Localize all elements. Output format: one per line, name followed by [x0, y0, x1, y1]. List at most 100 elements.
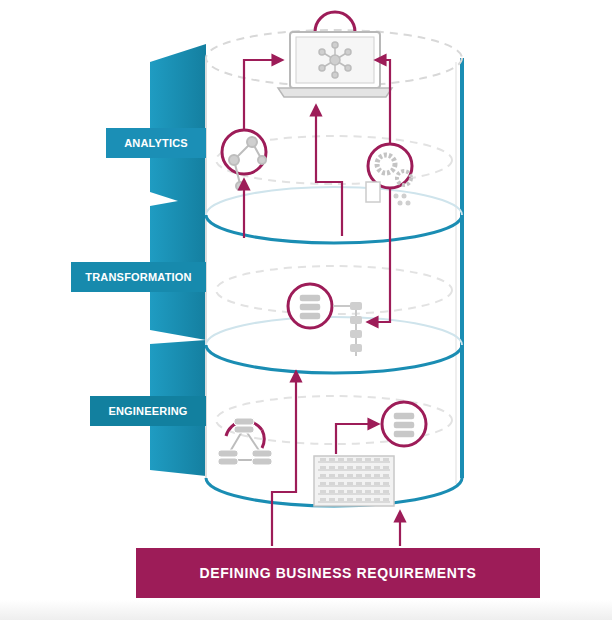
- database-icon: [393, 421, 415, 429]
- laptop-icon: [319, 49, 325, 55]
- server-rack-icon: [318, 502, 390, 503]
- pipeline-icon: [299, 312, 321, 320]
- laptop-icon: [332, 42, 338, 48]
- server-rack-icon: [329, 490, 335, 493]
- server-rack-icon: [356, 466, 362, 469]
- server-rack-icon: [365, 498, 371, 501]
- share-icon: [222, 130, 266, 174]
- database-icon: [382, 402, 426, 446]
- server-rack-icon: [320, 482, 326, 485]
- pipeline-icon: [350, 344, 362, 352]
- laptop-icon: [319, 42, 351, 78]
- server-rack-icon: [320, 498, 326, 501]
- server-rack-icon: [338, 498, 344, 501]
- pipeline-icon: [350, 302, 362, 310]
- laptop-icon: [345, 49, 351, 55]
- database-network-icon: [218, 450, 238, 457]
- gears-icon: [402, 194, 407, 199]
- pipeline-icon: [299, 294, 321, 320]
- server-rack-icon: [365, 474, 371, 477]
- server-rack-icon: [338, 458, 344, 461]
- server-rack-icon: [347, 498, 353, 501]
- server-rack-icon: [318, 458, 390, 502]
- cylinder-body: [216, 266, 452, 314]
- floor-shadow: [0, 600, 612, 620]
- database-network-icon: [234, 418, 254, 425]
- server-rack-icon: [318, 494, 390, 495]
- layer-label: ANALYTICS: [124, 137, 188, 149]
- layer-label: TRANSFORMATION: [85, 271, 191, 283]
- server-rack-icon: [338, 490, 344, 493]
- flow-arrows: [368, 189, 390, 322]
- server-rack-icon: [383, 482, 389, 485]
- laptop-icon: [296, 37, 374, 83]
- server-rack-icon: [365, 490, 371, 493]
- server-rack-icon: [383, 474, 389, 477]
- server-rack-icon: [374, 466, 380, 469]
- database-network-icon: [218, 418, 272, 465]
- server-rack-icon: [365, 458, 371, 461]
- database-network-icon: [262, 430, 264, 448]
- pipeline-icon: [299, 303, 321, 311]
- laptop-icon: [330, 55, 340, 65]
- laptop-icon: [290, 32, 380, 88]
- server-rack-icon: [356, 498, 362, 501]
- server-rack-icon: [347, 482, 353, 485]
- flow-arrows: [243, 180, 245, 238]
- share-icon: [229, 155, 239, 165]
- pipeline-icon: [350, 316, 362, 324]
- cylinder-body: [206, 478, 462, 506]
- flow-arrows: [272, 372, 296, 546]
- laptop-icon: [315, 12, 355, 32]
- server-rack-icon: [329, 474, 335, 477]
- database-network-icon: [218, 418, 272, 465]
- gears-icon: [394, 194, 411, 206]
- pipeline-icon: [288, 284, 332, 328]
- server-rack-icon: [374, 458, 380, 461]
- server-rack-icon: [318, 478, 390, 479]
- cylinder-body: [206, 345, 462, 373]
- server-rack-icon: [320, 490, 326, 493]
- server-rack-icon: [338, 466, 344, 469]
- laptop-icon: [278, 88, 392, 97]
- cylinder-body: [206, 58, 462, 506]
- requirements-banner: DEFINING BUSINESS REQUIREMENTS: [136, 548, 540, 598]
- flow-arrows: [336, 424, 378, 454]
- server-rack-icon: [338, 482, 344, 485]
- laptop-icon: [332, 72, 338, 78]
- layer-tab: ANALYTICS: [106, 128, 206, 158]
- cylinder-body: [206, 30, 462, 506]
- flow-arrows: [376, 60, 390, 143]
- server-rack-icon: [356, 458, 362, 461]
- server-rack-icon: [314, 456, 394, 506]
- server-rack-icon: [365, 466, 371, 469]
- layer-label: ENGINEERING: [108, 405, 187, 417]
- server-rack-icon: [329, 498, 335, 501]
- server-rack-icon: [320, 466, 326, 469]
- layer-tab: ENGINEERING: [90, 396, 206, 426]
- server-rack-icon: [347, 458, 353, 461]
- server-rack-icon: [365, 482, 371, 485]
- server-rack-icon: [383, 458, 389, 461]
- tab-panels: [150, 44, 206, 210]
- pipeline-icon: [350, 330, 362, 338]
- laptop-icon: [278, 12, 392, 97]
- database-icon: [393, 412, 415, 420]
- laptop-icon: [345, 65, 351, 71]
- server-rack-icon: [347, 490, 353, 493]
- gears-icon: [398, 201, 403, 206]
- database-network-icon: [234, 426, 254, 433]
- server-rack-icon: [374, 474, 380, 477]
- cylinder-body: [456, 62, 457, 484]
- server-rack-icon: [356, 490, 362, 493]
- server-rack-icon: [329, 458, 335, 461]
- database-network-icon: [252, 450, 272, 457]
- laptop-icon: [319, 65, 325, 71]
- database-icon: [382, 402, 426, 446]
- banner-title: DEFINING BUSINESS REQUIREMENTS: [199, 565, 476, 581]
- server-rack-icon: [383, 466, 389, 469]
- server-rack-icon: [383, 490, 389, 493]
